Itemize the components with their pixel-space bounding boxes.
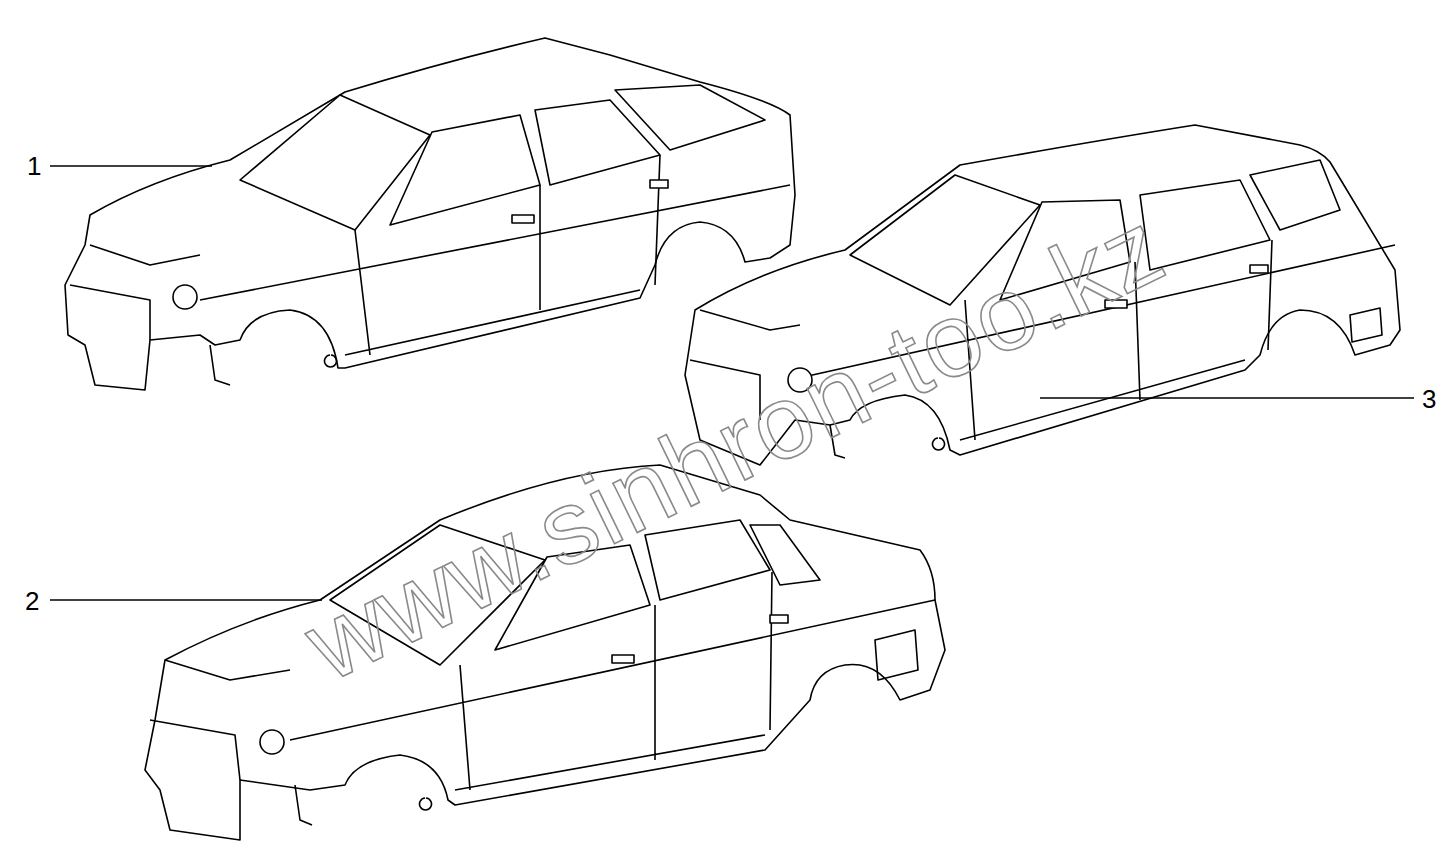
callout-number: 1 <box>27 153 41 179</box>
leader-lines <box>50 166 1414 600</box>
callout-number: 2 <box>25 588 39 614</box>
car-body-liftback <box>65 38 795 390</box>
callout-number: 3 <box>1422 386 1436 412</box>
